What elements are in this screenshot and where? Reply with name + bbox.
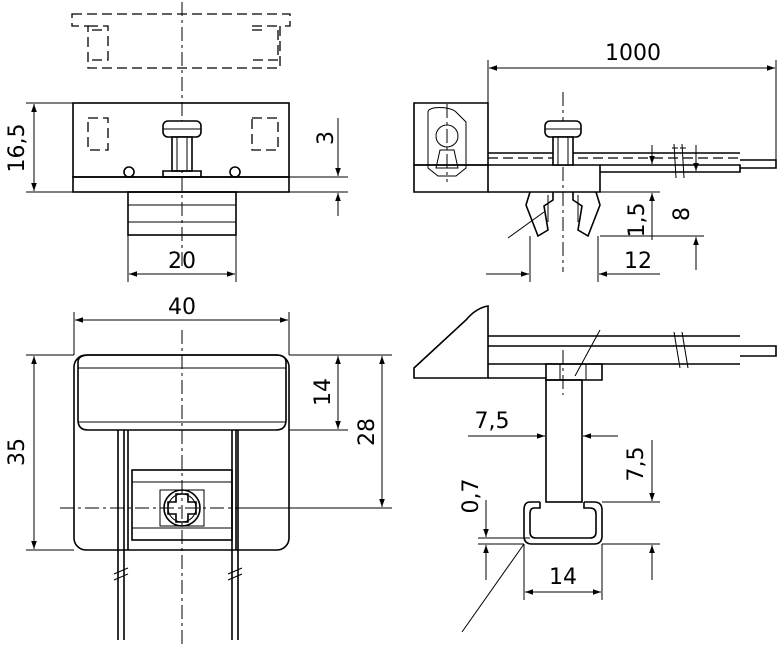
- side-plate: [488, 152, 740, 193]
- dim-0-7: 0,7: [459, 479, 484, 514]
- dim-1-5: 1,5: [625, 203, 650, 238]
- dim-14-top: 14: [311, 378, 336, 406]
- ghost-outline: [71, 13, 291, 69]
- dim-20: 20: [168, 249, 196, 274]
- ghost-tab-left: [88, 25, 109, 61]
- top-cover: [77, 354, 287, 431]
- hidden-tab-left: [87, 117, 109, 151]
- leader-line: [507, 211, 545, 239]
- dim-12: 12: [624, 249, 652, 274]
- dim-14-bottom: 14: [549, 565, 577, 590]
- rivet-left: [123, 166, 135, 178]
- dim-28: 28: [355, 418, 380, 446]
- dim-1000: 1000: [605, 41, 661, 66]
- section-housing: [413, 305, 489, 379]
- section-shank: [545, 379, 583, 503]
- side-housing: [413, 102, 489, 166]
- section-break: [673, 331, 689, 369]
- clip-foot-right: [572, 191, 601, 238]
- clip-foot-left: [525, 191, 554, 238]
- wire-breaks: [113, 567, 243, 581]
- screw-shank: [171, 136, 193, 172]
- section-view: 7,5 7,5 0,7 14: [413, 305, 777, 633]
- dim-7-5-vertical: 7,5: [624, 447, 649, 482]
- ghost-tab-right: [252, 25, 279, 61]
- mounting-rail: [127, 191, 237, 236]
- phillips-icon: [167, 493, 197, 523]
- side-view: 1000 1,5 8 12: [413, 41, 777, 282]
- break-mark: [672, 143, 686, 179]
- dim-40: 40: [168, 295, 196, 320]
- dim-16-5: 16,5: [5, 124, 30, 173]
- dim-8: 8: [670, 207, 695, 221]
- cable: [600, 164, 741, 173]
- dim-35: 35: [5, 438, 30, 466]
- section-plate: [488, 335, 740, 379]
- c-rail-outer: [523, 501, 603, 545]
- base-plate: [72, 176, 290, 193]
- section-cable: [740, 345, 777, 357]
- rivet-right: [229, 166, 241, 178]
- section-leader: [461, 543, 525, 633]
- c-rail-inner: [529, 502, 597, 539]
- section-screw-head: [545, 363, 603, 381]
- dim-7-5-horizontal: 7,5: [475, 409, 510, 434]
- hidden-tab-right: [251, 117, 279, 151]
- top-view: 40 35 14 28: [5, 295, 392, 645]
- wires: [117, 430, 239, 640]
- dim-3: 3: [314, 131, 339, 145]
- side-clip: [427, 107, 467, 177]
- front-view: 16,5 3 20: [5, 2, 348, 282]
